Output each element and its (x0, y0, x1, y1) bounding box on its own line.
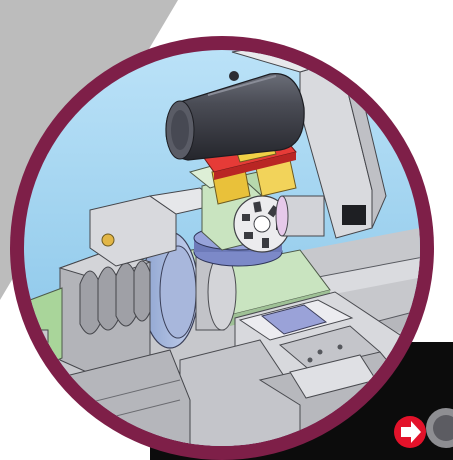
spindle-motor (165, 71, 305, 161)
next-button[interactable] (394, 416, 426, 448)
right-arrow-icon (401, 421, 421, 443)
motor-fins (79, 260, 151, 335)
slide-plate (260, 304, 328, 335)
